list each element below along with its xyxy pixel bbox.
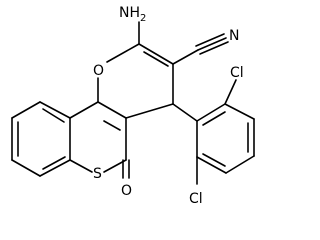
bond: [97, 101, 127, 119]
bond-lines: [11, 21, 255, 185]
bond-double-inner: [202, 153, 226, 167]
bond: [225, 155, 255, 174]
bond-triple: [199, 41, 229, 55]
bond: [125, 103, 174, 119]
nitrile-nitrogen-label: N: [229, 28, 239, 44]
bond: [39, 101, 71, 119]
ring-oxygen-label: O: [93, 63, 104, 79]
chlorine-top-label: Cl: [230, 65, 244, 81]
ring-sulfur-label: S: [93, 166, 102, 182]
bond: [224, 103, 255, 120]
bond: [11, 101, 41, 119]
bond-triple: [197, 37, 227, 51]
bond-triple: [195, 33, 225, 47]
chemical-structure: NH2 N O S O Cl Cl: [11, 5, 255, 207]
bond: [224, 79, 237, 105]
bond: [106, 43, 140, 63]
bond: [69, 101, 99, 119]
bond: [138, 43, 174, 65]
bond: [69, 159, 93, 173]
bond-double-inner: [143, 51, 169, 67]
bond: [11, 159, 41, 177]
amino-label: NH2: [119, 5, 146, 24]
bond-double-inner: [42, 108, 65, 123]
carbonyl-oxygen-label: O: [121, 183, 132, 199]
bond: [39, 159, 71, 177]
bond-double-inner: [42, 156, 66, 170]
bond: [196, 103, 226, 122]
bond: [196, 156, 227, 174]
bond: [172, 49, 199, 65]
chlorine-bottom-label: Cl: [189, 191, 203, 207]
bond-double-inner: [103, 120, 121, 131]
atom-labels: NH2 N O S O Cl Cl: [93, 5, 244, 207]
bond: [172, 103, 198, 122]
bond-double-inner: [202, 111, 226, 126]
